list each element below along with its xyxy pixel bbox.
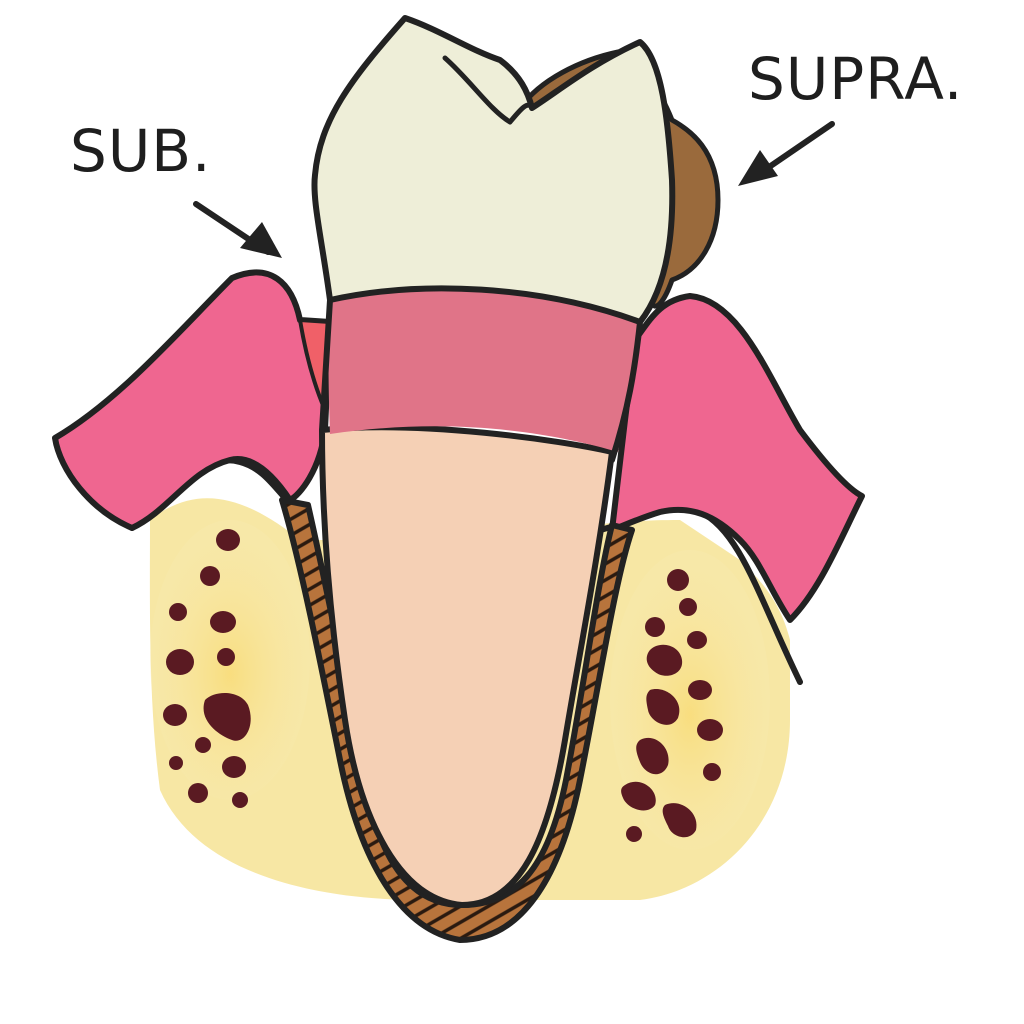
crown-fissure	[442, 55, 535, 125]
arrow-supragingival	[738, 121, 835, 186]
tooth-root	[319, 424, 615, 908]
gingiva-left	[52, 269, 333, 531]
label-subgingival: SUB.	[70, 117, 212, 185]
root-cervical-band-outline	[319, 297, 643, 463]
root-cervical-band	[328, 288, 640, 452]
bone-marrow-spots	[163, 529, 723, 842]
gingiva-right	[609, 293, 865, 623]
label-supragingival: SUPRA.	[748, 45, 964, 113]
tooth-crown	[311, 15, 676, 325]
arrow-subgingival	[193, 201, 282, 258]
